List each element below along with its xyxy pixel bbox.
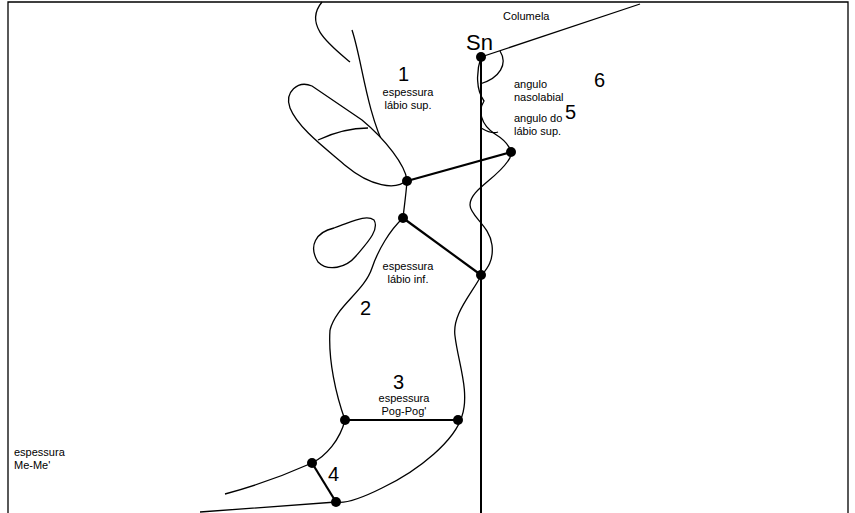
frame <box>8 2 848 513</box>
measurement-label: espessura lábio sup. <box>376 86 440 112</box>
upper-lip-thickness-line <box>407 152 511 181</box>
callout-number: 5 <box>565 100 595 124</box>
soft-tissue-profile <box>200 57 511 512</box>
landmark-dot <box>307 458 317 468</box>
landmark-dot <box>331 497 341 507</box>
upper-alveolar-contour <box>316 2 350 62</box>
pog-thickness-line <box>345 419 458 421</box>
landmark-name: Columela <box>503 10 593 23</box>
landmark-dot <box>453 415 463 425</box>
lip-contact-contour <box>403 181 407 218</box>
landmark-dot <box>506 147 516 157</box>
callout-number: 6 <box>594 68 624 92</box>
columella-line <box>481 4 640 57</box>
callout-number: 1 <box>398 62 428 86</box>
symphysis-contour <box>225 330 345 494</box>
lower-incisor <box>314 218 376 268</box>
measurement-label: espessura Me-Me' <box>14 446 76 472</box>
landmark-dot <box>402 176 412 186</box>
upper-lip-angle-arc <box>481 128 498 133</box>
landmark-dot <box>476 270 486 280</box>
callout-number: 2 <box>360 296 390 320</box>
callout-number: 4 <box>328 462 358 486</box>
measurement-label: espessura Pog-Pog' <box>372 392 436 418</box>
callout-number: 3 <box>393 370 423 394</box>
measurement-label: angulo nasolabial <box>514 78 576 104</box>
landmark-dot <box>398 213 408 223</box>
landmark-abbreviation: Sn <box>466 30 506 56</box>
upper-incisor-crown-line <box>318 128 368 140</box>
measurement-label: espessura lábio inf. <box>376 260 440 286</box>
vertical-reference-line <box>480 57 482 513</box>
landmark-dot <box>340 415 350 425</box>
